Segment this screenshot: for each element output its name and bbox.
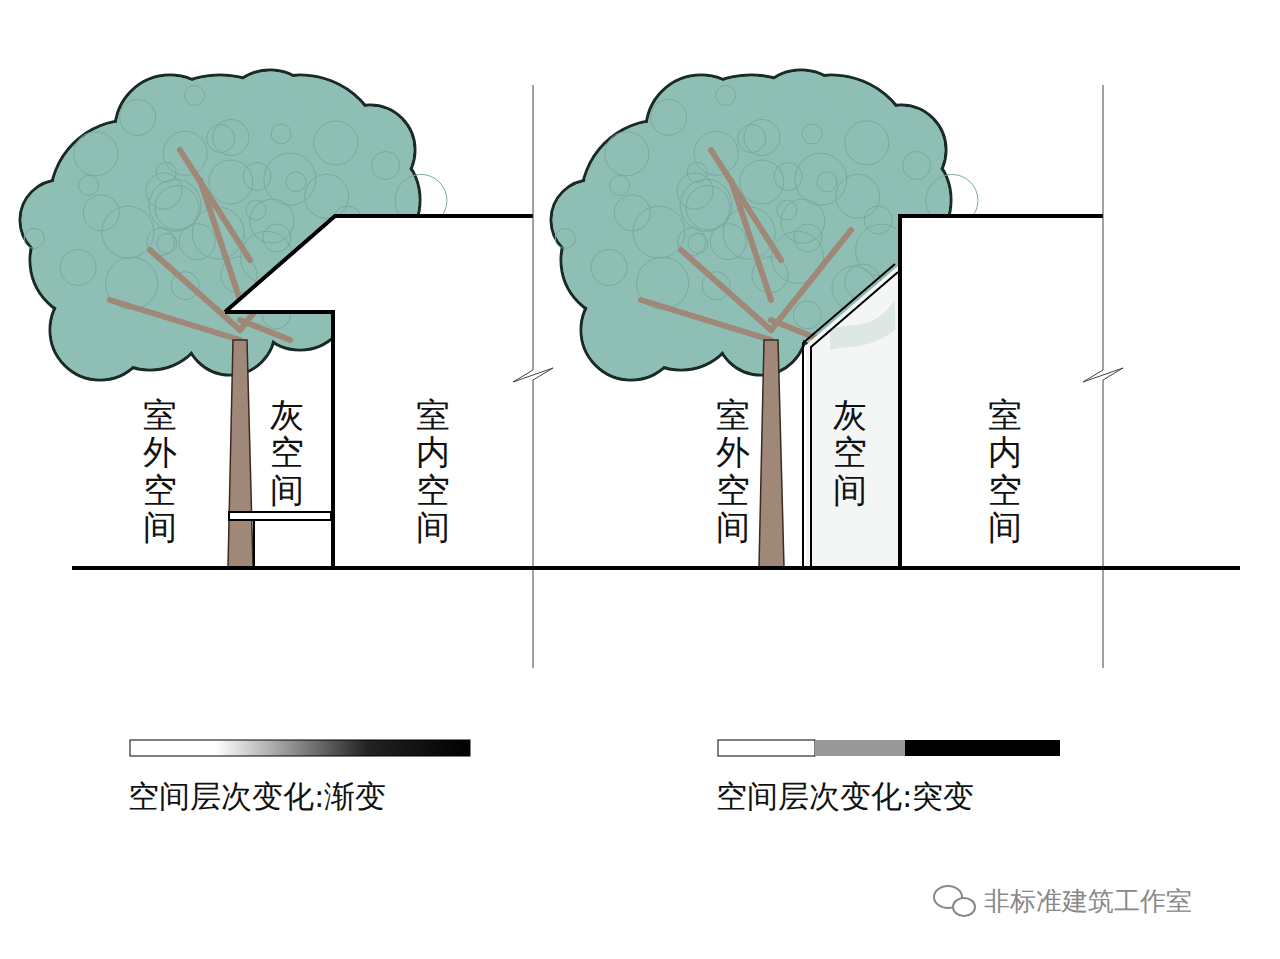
step-bar [815,740,905,756]
foliage-texture [155,186,199,230]
foliage [553,182,630,259]
foliage-texture [185,85,205,105]
branch [110,300,240,340]
caption-text: 空间层次变化:突变 [716,776,974,818]
space-label: 室内空间 [988,397,1022,547]
foliage-texture [845,121,889,165]
step-bar [718,740,815,756]
foliage-texture [146,173,182,209]
break-line [1083,85,1123,668]
foliage-texture [250,199,294,243]
foliage-texture [120,99,156,135]
space-label: 灰空间 [270,397,304,509]
foliage-texture [864,206,892,234]
foliage-texture [817,172,837,192]
space-label: 灰空间 [833,397,867,509]
foliage-texture [263,224,291,252]
gradient-bar [130,740,470,756]
foliage-texture [157,233,177,253]
foliage-texture [591,250,627,286]
glass-wall [803,264,895,568]
foliage-texture [903,151,931,179]
foliage-texture [710,224,746,260]
building-outline [900,216,1103,568]
trunk [228,340,253,567]
foliage-texture [802,124,822,144]
foliage-texture [314,121,358,165]
foliage-texture [633,206,685,258]
step-bar [905,740,1060,756]
ground-line [72,566,1240,570]
foliage [22,182,99,259]
foliage-texture [738,125,766,153]
branch [771,230,851,330]
caption-text: 空间层次变化:渐变 [128,776,386,818]
glass-reflection [830,300,895,350]
foliage-texture [271,124,291,144]
foliage [858,107,945,194]
foliage-texture [246,200,266,220]
building-mass [900,216,1103,566]
foliage-texture [777,200,797,220]
trunk [759,340,784,567]
foliage-texture [79,175,99,195]
branch [711,150,781,260]
glass-wall [811,272,898,568]
branch [641,300,771,340]
watermark-icon [953,898,975,916]
foliage-texture [651,99,687,135]
foliage-texture [83,195,119,231]
foliage-texture [74,132,118,176]
space-label: 室外空间 [716,397,750,547]
foliage-texture [264,153,316,205]
foliage [583,282,680,379]
foliage-texture [677,173,713,209]
foliage [117,77,224,184]
branch [240,320,290,340]
foliage-texture [60,250,96,286]
foliage-texture [305,174,349,218]
foliage-texture [795,153,847,205]
foliage-texture [209,160,253,204]
branch [771,320,821,340]
foliage-texture [716,85,736,105]
building-mass [225,216,533,566]
roof-line [225,216,533,312]
canopy-wall [225,312,333,568]
foliage-texture [836,174,880,218]
foliage-texture [794,224,822,252]
foliage-texture [207,125,235,153]
space-label: 室外空间 [143,397,177,547]
foliage-texture [686,186,730,230]
foliage-texture [688,233,708,253]
foliage [52,282,149,379]
foliage-texture [614,195,650,231]
branch [180,150,250,260]
foliage-texture [24,228,44,248]
space-label: 室内空间 [416,397,450,547]
foliage-texture [605,132,649,176]
foliage-texture [179,224,215,260]
foliage-texture [372,151,400,179]
foliage-texture [102,206,154,258]
foliage-texture [610,175,630,195]
foliage [327,107,414,194]
foliage-texture [286,172,306,192]
bench [229,512,331,520]
foliage-texture [793,301,821,329]
foliage [648,77,755,184]
foliage-texture [555,228,575,248]
foliage-texture [781,199,825,243]
watermark: 非标准建筑工作室 [984,884,1192,919]
bench-leg [253,520,255,567]
break-line [513,85,553,668]
foliage-texture [740,160,784,204]
